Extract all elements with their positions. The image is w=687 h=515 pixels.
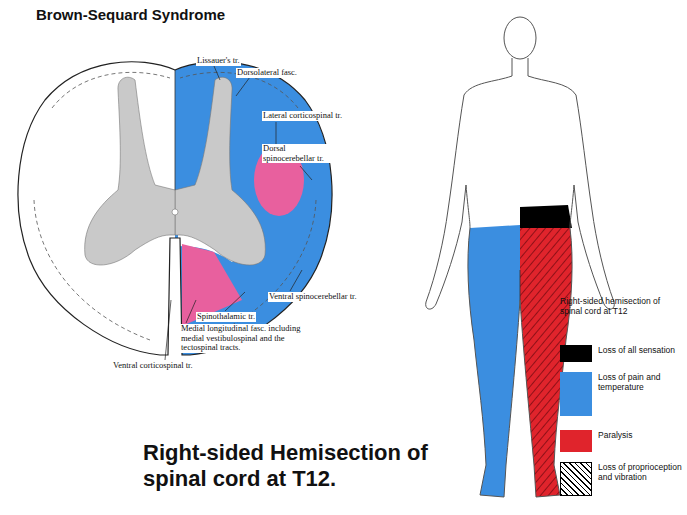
tract-label: Dorsal spinocerebellar tr. <box>262 144 336 163</box>
tract-label: Lissauer's tr. <box>196 56 241 66</box>
color-swatch <box>560 430 592 452</box>
tract-label: Dorsolateral fasc. <box>236 68 298 78</box>
tract-label: Medial longitudinal fasc. including medi… <box>180 324 314 353</box>
legend-text: Loss of all sensation <box>598 345 682 355</box>
tract-label: Lateral corticospinal tr. <box>262 111 343 121</box>
tract-label: Spinothalamic tr. <box>196 312 256 322</box>
body-figure <box>426 17 615 497</box>
spinal-cord-section <box>18 40 345 370</box>
legend-text: Paralysis <box>598 430 682 440</box>
color-swatch <box>560 345 592 362</box>
tract-label: Ventral spinocerebellar tr. <box>268 292 358 302</box>
legend-title: Right-sided hemisection of spinal cord a… <box>560 296 678 316</box>
hatch-swatch <box>560 462 592 496</box>
title: Brown-Sequard Syndrome <box>36 6 225 23</box>
legend-text: Loss of pain and temperature <box>598 372 682 392</box>
caption: Right-sided Hemisection of spinal cord a… <box>143 440 443 492</box>
legend-text: Loss of proprioception and vibration <box>598 462 682 482</box>
tract-label: Ventral corticospinal tr. <box>112 361 194 371</box>
color-swatch <box>560 372 592 416</box>
